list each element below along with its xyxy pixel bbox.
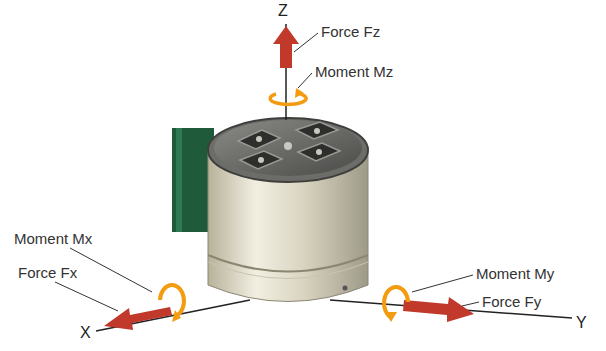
sensor-top-face [214,120,362,176]
x-axis [96,300,250,331]
force-label: Force Fz [321,23,380,40]
force-arrow [104,307,172,330]
axis-name: Y [576,314,587,331]
top-recesses [238,122,340,169]
moment-arc [160,285,184,316]
body-hole [343,286,348,291]
leader-lines [55,33,479,311]
cable-shine [176,128,182,232]
force-arrow [273,26,299,68]
moment-label: Moment My [476,265,554,282]
force-label: Force Fy [482,293,541,310]
moment-head [385,312,397,322]
moment-label: Moment Mz [315,63,393,80]
moment-head [172,310,181,322]
moment-label: Moment Mx [14,230,92,247]
body-groove [208,262,368,279]
sensor-top [208,118,368,182]
top-screws [256,128,322,163]
moment-head [295,88,304,98]
force-arrow [403,297,474,322]
axis-name: X [80,324,91,341]
axis-name: Z [278,2,288,19]
force-label: Force Fx [18,264,77,281]
body-groove [208,255,368,272]
